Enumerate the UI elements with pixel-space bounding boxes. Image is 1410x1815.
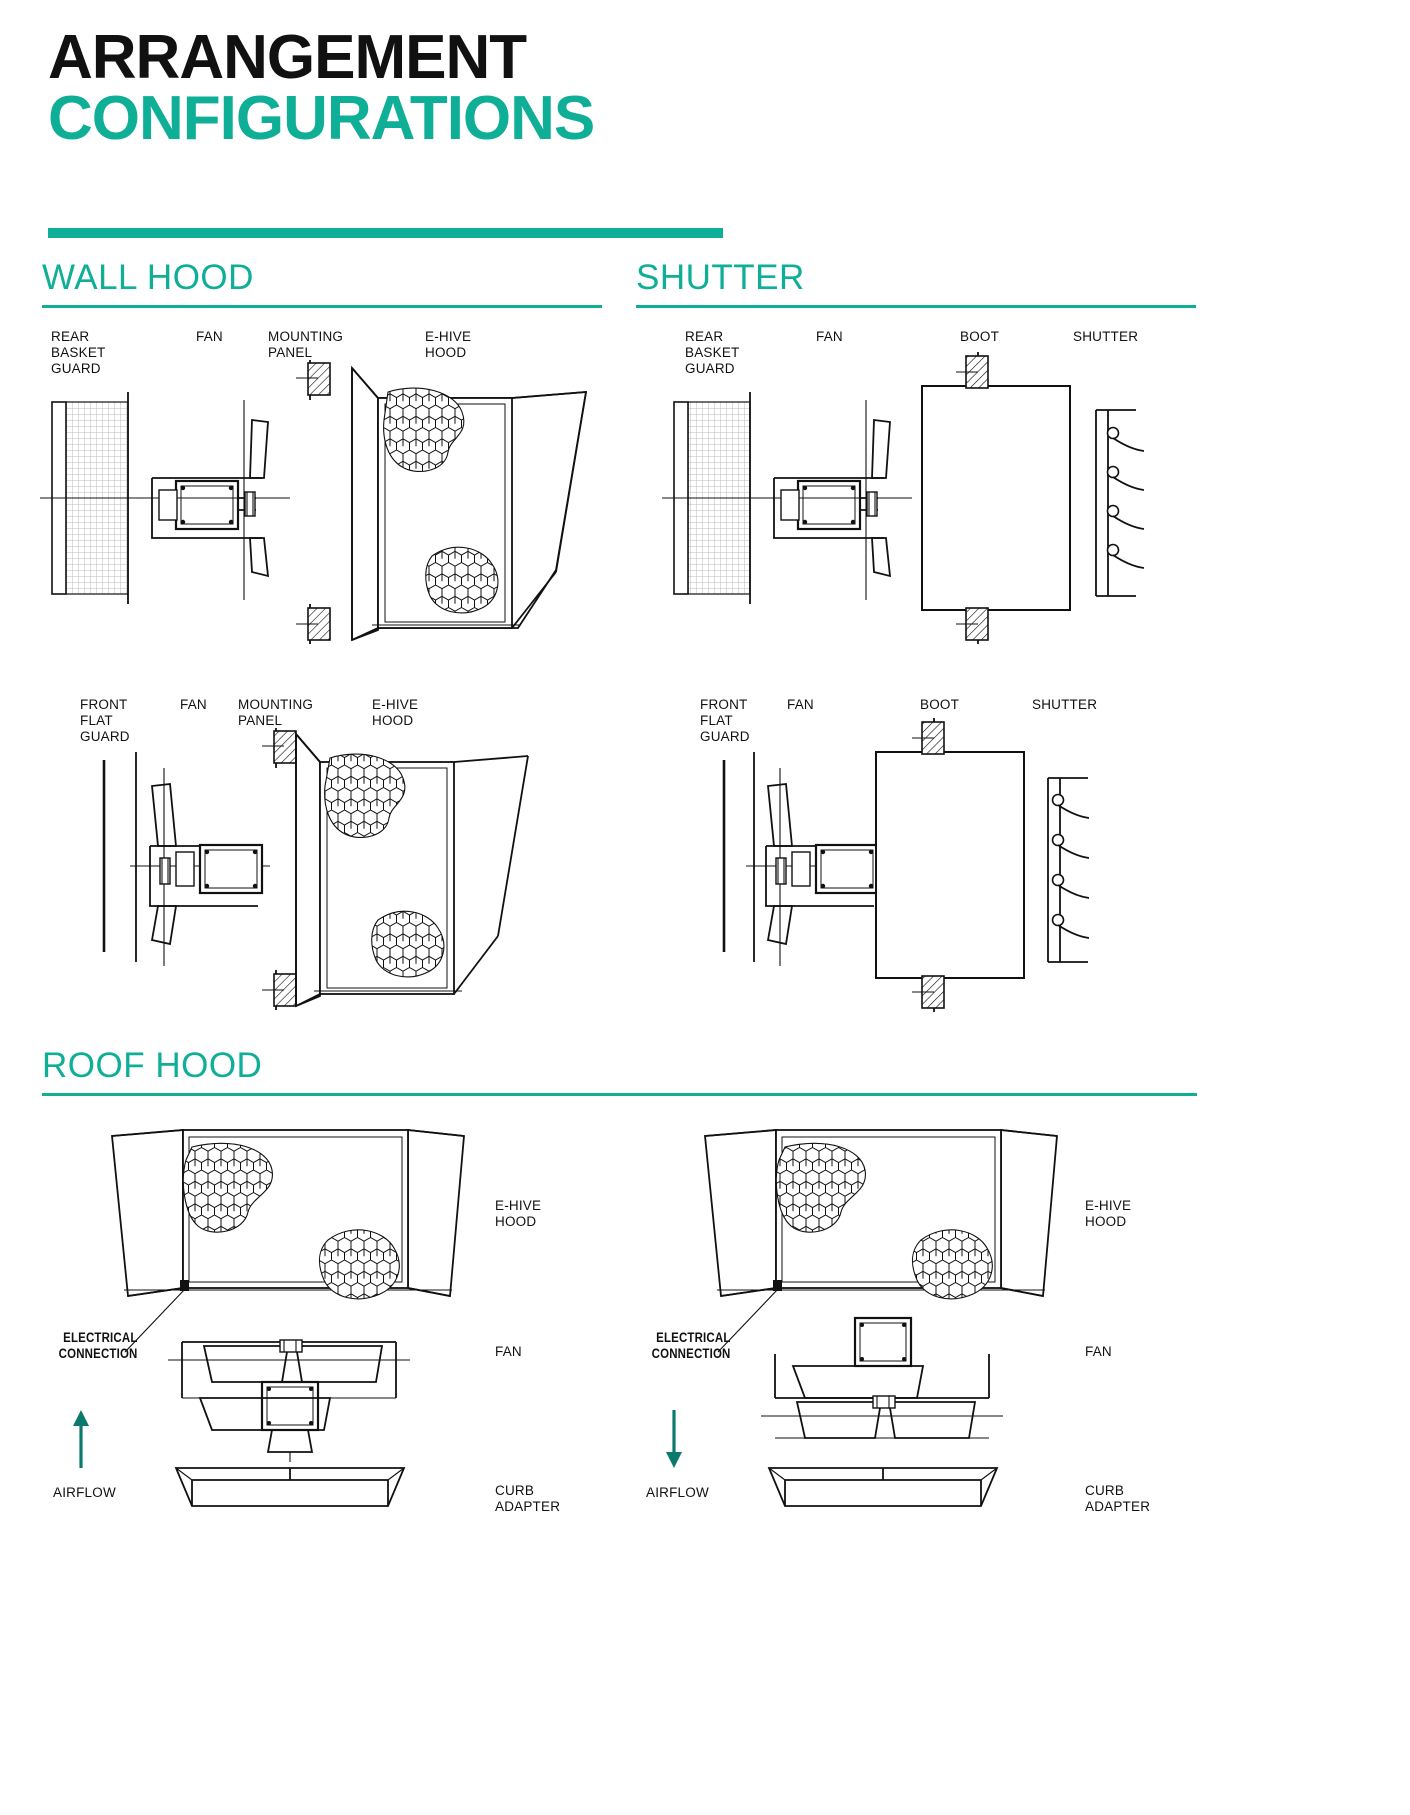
part-rear-basket-guard xyxy=(40,392,150,604)
label-rear-basket-guard-wall-1: REAR BASKET GUARD xyxy=(51,329,106,376)
section-rule-shutter xyxy=(636,305,1196,308)
part-fan-assembly xyxy=(168,1339,410,1462)
leader-electrical-connection xyxy=(124,1280,189,1353)
airflow-arrow-down xyxy=(666,1410,682,1468)
airflow-arrow-up xyxy=(73,1410,89,1468)
section-header-shutter: SHUTTER xyxy=(636,260,1196,308)
label-airflow-roof-right: AIRFLOW xyxy=(646,1485,709,1500)
label-mounting-panel-wall-1: MOUNTING PANEL xyxy=(268,329,344,360)
part-e-hive-hood xyxy=(295,731,529,1008)
part-front-flat-guard xyxy=(102,752,137,962)
part-shutter xyxy=(1095,409,1145,597)
part-boot xyxy=(921,352,1071,644)
drawing-roof-hood-left xyxy=(73,1128,465,1507)
part-boot xyxy=(875,718,1025,1012)
drawing-roof-hood-right xyxy=(666,1128,1058,1507)
label-electrical-connection-roof-left: ELECTRICAL CONNECTION xyxy=(58,1330,138,1361)
label-fan-shutter-2: FAN xyxy=(787,697,814,712)
part-fan-assembly xyxy=(746,768,886,966)
section-title-wall-hood: WALL HOOD xyxy=(42,258,254,297)
part-rear-basket-guard xyxy=(662,392,772,604)
label-fan-wall-2: FAN xyxy=(180,697,207,712)
leader-electrical-connection xyxy=(717,1280,782,1353)
label-front-flat-guard-wall-2: FRONT FLAT GUARD xyxy=(80,697,130,744)
page-title-primary: ARRANGEMENT xyxy=(48,23,527,92)
part-e-hive-hood xyxy=(111,1128,465,1300)
title-underline-rule xyxy=(48,228,723,238)
label-e-hive-hood-roof-right: E-HIVE HOOD xyxy=(1085,1198,1132,1229)
drawing-shutter-row2 xyxy=(722,718,1090,1012)
drawing-wall-hood-row2 xyxy=(102,728,529,1010)
label-e-hive-hood-wall-2: E-HIVE HOOD xyxy=(372,697,419,728)
drawing-wall-hood-row1 xyxy=(40,360,588,644)
label-boot-shutter-2: BOOT xyxy=(920,697,960,712)
label-shutter-shutter-2: SHUTTER xyxy=(1032,697,1098,712)
part-mounting-panel xyxy=(296,360,331,644)
label-mounting-panel-wall-2: MOUNTING PANEL xyxy=(238,697,314,728)
label-curb-adapter-roof-right: CURB ADAPTER xyxy=(1085,1483,1151,1514)
label-boot-shutter-1: BOOT xyxy=(960,329,1000,344)
part-e-hive-hood xyxy=(351,365,588,642)
label-rear-basket-guard-shutter-1: REAR BASKET GUARD xyxy=(685,329,740,376)
section-title-roof-hood: ROOF HOOD xyxy=(42,1046,263,1085)
label-e-hive-hood-wall-1: E-HIVE HOOD xyxy=(425,329,472,360)
label-front-flat-guard-shutter-2: FRONT FLAT GUARD xyxy=(700,697,750,744)
section-header-roof-hood: ROOF HOOD xyxy=(42,1048,1197,1096)
label-shutter-shutter-1: SHUTTER xyxy=(1073,329,1139,344)
label-electrical-connection-roof-right: ELECTRICAL CONNECTION xyxy=(651,1330,731,1361)
page-title-secondary: CONFIGURATIONS xyxy=(48,83,595,153)
label-fan-wall-1: FAN xyxy=(196,329,223,344)
part-e-hive-hood xyxy=(704,1128,1058,1300)
label-fan-shutter-1: FAN xyxy=(816,329,843,344)
label-airflow-roof-left: AIRFLOW xyxy=(53,1485,116,1500)
part-mounting-panel xyxy=(262,728,297,1010)
part-curb-adapter xyxy=(767,1467,999,1507)
drawing-shutter-row1 xyxy=(662,352,1145,644)
label-fan-roof-right: FAN xyxy=(1085,1344,1112,1359)
page-title-block: ARRANGEMENT CONFIGURATIONS xyxy=(48,23,723,238)
section-rule-roof-hood xyxy=(42,1093,1197,1096)
part-fan-assembly xyxy=(130,768,270,966)
section-rule-wall-hood xyxy=(42,305,602,308)
part-fan-assembly xyxy=(150,400,290,600)
section-title-shutter: SHUTTER xyxy=(636,258,805,297)
label-e-hive-hood-roof-left: E-HIVE HOOD xyxy=(495,1198,542,1229)
part-curb-adapter xyxy=(174,1467,406,1507)
label-fan-roof-left: FAN xyxy=(495,1344,522,1359)
part-front-flat-guard xyxy=(722,752,755,962)
part-fan-assembly xyxy=(761,1316,1003,1439)
section-header-wall-hood: WALL HOOD xyxy=(42,260,602,308)
part-shutter xyxy=(1047,777,1090,963)
part-fan-assembly xyxy=(772,400,912,600)
label-curb-adapter-roof-left: CURB ADAPTER xyxy=(495,1483,561,1514)
